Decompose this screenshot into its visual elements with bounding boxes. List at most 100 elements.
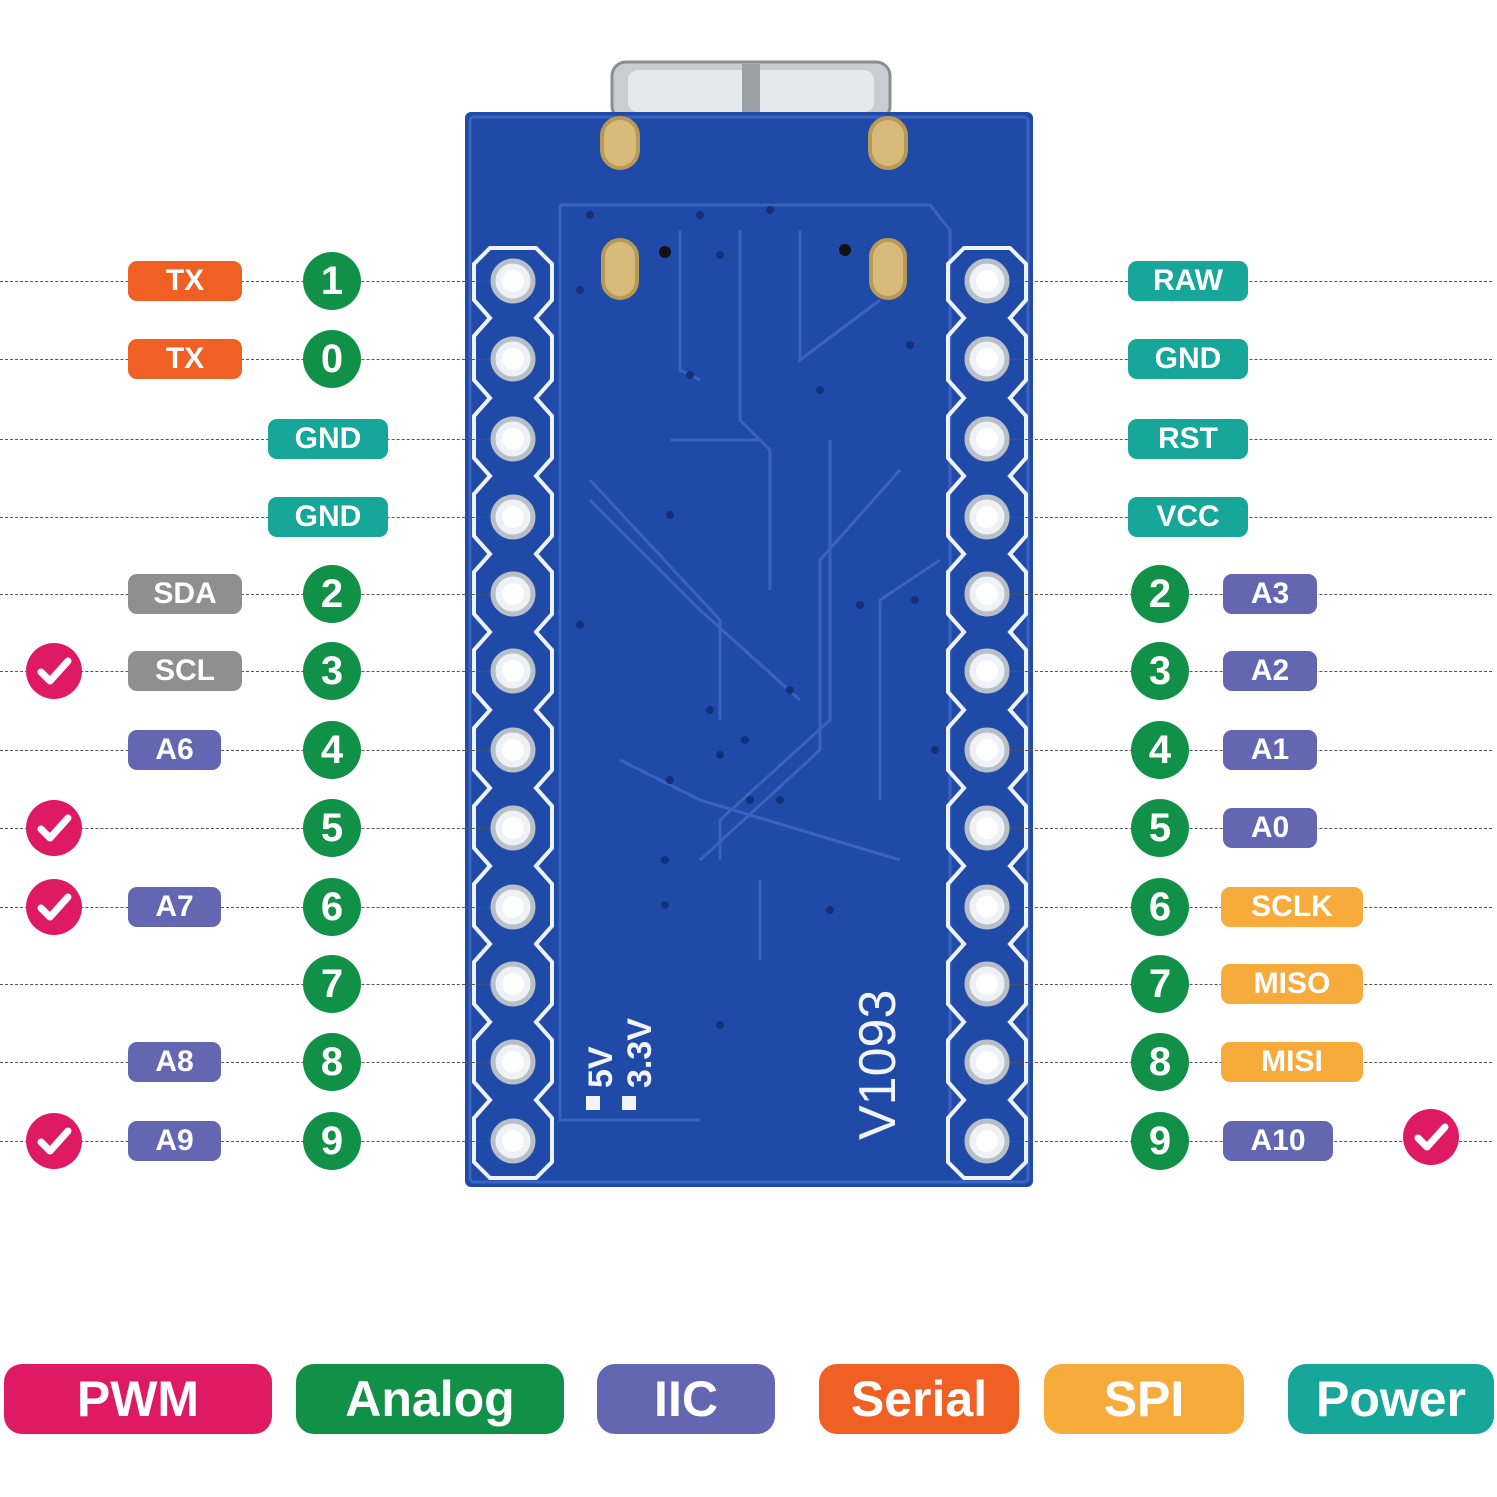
pin-label-gnd: GND <box>268 419 388 459</box>
left-pin-line <box>0 359 490 360</box>
pin-label-sclk: SCLK <box>1221 887 1363 927</box>
legend-serial: Serial <box>819 1364 1019 1434</box>
pin-hole-center <box>502 506 524 528</box>
pin-hole-center <box>502 428 524 450</box>
legend-analog: Analog <box>296 1364 564 1434</box>
pin-hole-center <box>502 973 524 995</box>
pin-label-raw: RAW <box>1128 261 1248 301</box>
pin-hole-center <box>502 739 524 761</box>
right-pin-line <box>1010 517 1492 518</box>
pin-label-tx: TX <box>128 339 242 379</box>
jumper-markings: 5V 3.3V <box>582 1018 659 1110</box>
board-marking: V1093 <box>849 990 907 1140</box>
pcb-vias <box>576 206 939 1029</box>
pin-hole-center <box>976 817 998 839</box>
pin-number: 8 <box>1131 1033 1189 1091</box>
pin-label-a0: A0 <box>1223 808 1317 848</box>
pin-number: 4 <box>303 721 361 779</box>
left-pin-line <box>0 594 490 595</box>
usb-c-connector <box>610 60 892 122</box>
pin-label-miso: MISO <box>1221 964 1363 1004</box>
pin-number: 7 <box>303 955 361 1013</box>
pin-hole-center <box>502 270 524 292</box>
pwm-check-icon <box>26 879 82 935</box>
pin-number: 3 <box>303 642 361 700</box>
jumper-3v3-label: 3.3V <box>621 1018 659 1088</box>
pwm-check-icon <box>1403 1109 1459 1165</box>
pin-hole-center <box>976 896 998 918</box>
pin-number: 9 <box>1131 1112 1189 1170</box>
right-pin-line <box>1010 439 1492 440</box>
pin-label-gnd: GND <box>1128 339 1248 379</box>
pin-label-a9: A9 <box>128 1121 221 1161</box>
right-pin-line <box>1010 359 1492 360</box>
pwm-check-icon <box>26 1113 82 1169</box>
pin-label-a8: A8 <box>128 1042 221 1082</box>
pin-label-rst: RST <box>1128 419 1248 459</box>
pin-label-a2: A2 <box>1223 651 1317 691</box>
pin-label-tx: TX <box>128 261 242 301</box>
left-pin-line <box>0 281 490 282</box>
left-pin-line <box>0 984 490 985</box>
pin-hole-center <box>976 506 998 528</box>
pin-hole-center <box>976 428 998 450</box>
pin-number: 9 <box>303 1112 361 1170</box>
pin-number: 5 <box>303 799 361 857</box>
left-pin-line <box>0 750 490 751</box>
pin-hole-center <box>502 817 524 839</box>
pin-hole-center <box>976 348 998 370</box>
left-pin-line <box>0 828 490 829</box>
left-pin-line <box>0 1062 490 1063</box>
legend-power: Power <box>1288 1364 1494 1434</box>
pin-hole-center <box>976 583 998 605</box>
pin-hole-center <box>502 583 524 605</box>
pin-hole-center <box>976 1051 998 1073</box>
pin-label-a6: A6 <box>128 730 221 770</box>
pin-hole-center <box>976 270 998 292</box>
pin-number: 6 <box>1131 878 1189 936</box>
pin-label-a3: A3 <box>1223 574 1317 614</box>
pin-hole-center <box>502 1130 524 1152</box>
pin-hole-center <box>976 739 998 761</box>
legend-spi: SPI <box>1044 1364 1244 1434</box>
pin-number: 5 <box>1131 799 1189 857</box>
pin-hole-center <box>976 660 998 682</box>
pwm-check-icon <box>26 800 82 856</box>
pin-label-a1: A1 <box>1223 730 1317 770</box>
left-pin-line <box>0 907 490 908</box>
pin-hole-center <box>502 896 524 918</box>
pin-number: 2 <box>1131 565 1189 623</box>
right-pin-line <box>1010 281 1492 282</box>
left-pin-line <box>0 517 490 518</box>
pin-hole-center <box>502 1051 524 1073</box>
pwm-check-icon <box>26 643 82 699</box>
pin-number: 3 <box>1131 642 1189 700</box>
pin-number: 4 <box>1131 721 1189 779</box>
pin-label-vcc: VCC <box>1128 497 1248 537</box>
pcb <box>465 112 1033 1187</box>
legend-iic: IIC <box>597 1364 775 1434</box>
pin-number: 0 <box>303 330 361 388</box>
jumper-5v-label: 5V <box>582 1046 620 1088</box>
pin-label-a7: A7 <box>128 887 221 927</box>
pin-label-sda: SDA <box>128 574 242 614</box>
pin-label-misi: MISI <box>1221 1042 1363 1082</box>
header-outlines <box>472 246 1028 1180</box>
pin-number: 1 <box>303 252 361 310</box>
header-pin-holes <box>490 258 1010 1164</box>
pin-hole-center <box>502 348 524 370</box>
pin-label-scl: SCL <box>128 651 242 691</box>
left-pin-line <box>0 439 490 440</box>
pin-number: 8 <box>303 1033 361 1091</box>
pin-hole-center <box>502 660 524 682</box>
mounting-pads <box>600 116 908 300</box>
pin-number: 7 <box>1131 955 1189 1013</box>
legend-pwm: PWM <box>4 1364 272 1434</box>
pin-number: 2 <box>303 565 361 623</box>
pin-label-gnd: GND <box>268 497 388 537</box>
left-pin-line <box>0 671 490 672</box>
pin-label-a10: A10 <box>1223 1121 1333 1161</box>
pin-number: 6 <box>303 878 361 936</box>
